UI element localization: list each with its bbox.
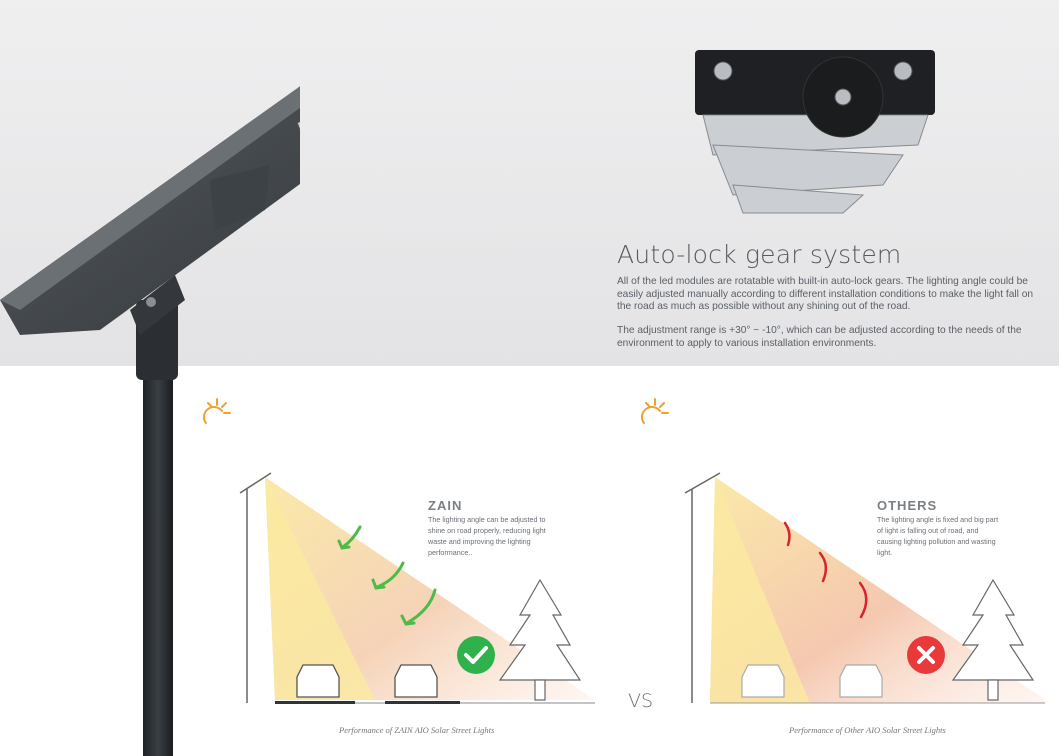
pivot-bolt-icon bbox=[146, 297, 156, 307]
solar-street-light-illustration bbox=[0, 86, 300, 756]
car-icon bbox=[741, 664, 883, 698]
screw-icon bbox=[713, 61, 733, 81]
feature-title: Auto-lock gear system bbox=[617, 240, 902, 269]
check-icon bbox=[457, 636, 495, 674]
others-caption: Performance of Other AIO Solar Street Li… bbox=[789, 725, 946, 735]
others-brand-label: OTHERS bbox=[877, 498, 938, 513]
auto-lock-gear-detail-image bbox=[695, 50, 935, 214]
green-arrows bbox=[337, 525, 437, 626]
others-description: The lighting angle is fixed and big part… bbox=[877, 515, 999, 557]
cross-icon bbox=[907, 636, 945, 674]
sun-icon bbox=[641, 398, 669, 424]
feature-description: All of the led modules are rotatable wit… bbox=[617, 276, 1034, 313]
vs-label: VS bbox=[628, 690, 654, 712]
tree-icon bbox=[498, 578, 582, 701]
red-arcs bbox=[783, 521, 868, 619]
zain-brand-label: ZAIN bbox=[428, 498, 463, 513]
zain-description: The lighting angle can be adjusted to sh… bbox=[428, 515, 546, 557]
others-lighting-diagram bbox=[684, 472, 1050, 704]
screw-icon bbox=[834, 88, 852, 106]
adjustment-range-description: The adjustment range is +30° ~ -10°, whi… bbox=[617, 325, 1022, 349]
sun-icon bbox=[203, 398, 231, 424]
tree-icon bbox=[951, 578, 1035, 701]
led-modules bbox=[296, 103, 300, 137]
zain-caption: Performance of ZAIN AIO Solar Street Lig… bbox=[339, 725, 495, 735]
zain-lighting-diagram bbox=[239, 472, 595, 704]
pole bbox=[143, 372, 173, 756]
car-icon bbox=[296, 664, 438, 698]
screw-icon bbox=[893, 61, 913, 81]
